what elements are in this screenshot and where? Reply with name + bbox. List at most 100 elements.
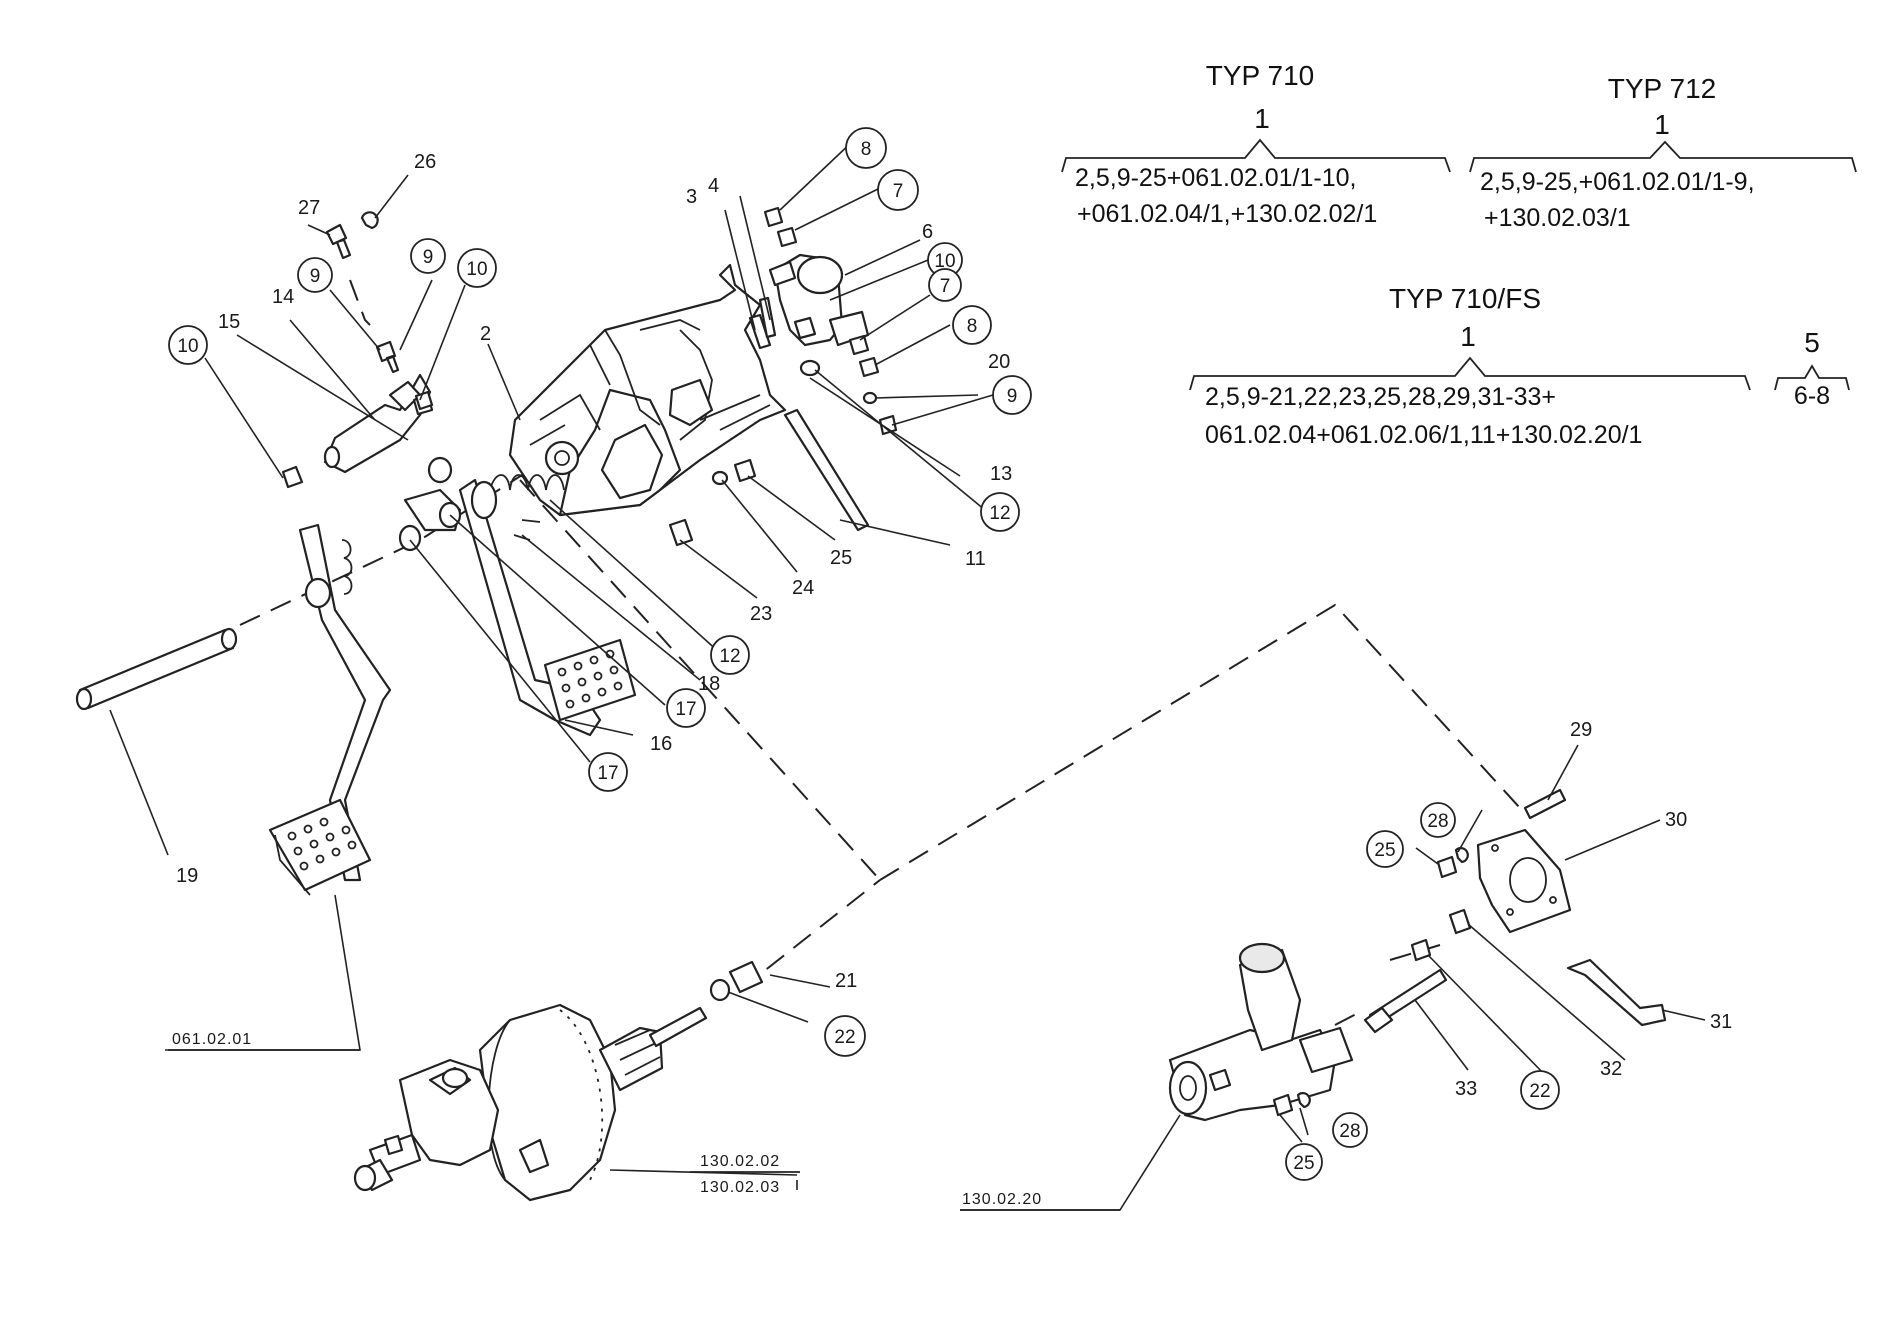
label-11: 11: [965, 548, 986, 570]
label-20: 20: [988, 351, 1010, 373]
label-27: 27: [298, 197, 320, 219]
label-16: 16: [650, 733, 672, 755]
part-nut-10-mid: [793, 316, 817, 340]
label-4: 4: [708, 175, 719, 197]
master-cylinder-130-02-20: [1168, 942, 1354, 1122]
part-nut-25-right: [1436, 855, 1458, 879]
pedal-shaft-19: [75, 627, 238, 711]
ref-130-02-20: 130.02.20: [962, 1191, 1042, 1208]
brake-switch-bracket: [323, 373, 434, 474]
callout-7-top: 7: [877, 169, 919, 211]
callout-17-b: 17: [588, 752, 628, 792]
svg-text:28: 28: [1339, 1121, 1360, 1142]
legend-typ712-qty: 1: [1654, 109, 1670, 140]
part-bolt-9-left: [375, 340, 400, 374]
part-pin-3: [748, 313, 772, 350]
svg-text:8: 8: [967, 316, 978, 337]
part-nut-8-mid: [858, 356, 880, 378]
svg-text:17: 17: [597, 763, 618, 784]
callout-12-bottom: 12: [710, 635, 750, 675]
callout-28-bottom: 28: [1332, 1112, 1368, 1148]
callout-17-a: 17: [666, 688, 706, 728]
svg-text:10: 10: [466, 259, 487, 280]
svg-text:12: 12: [719, 646, 740, 667]
part-nut-8-top: [763, 206, 784, 228]
dash-link-right: [1334, 944, 1441, 1026]
dash-link-mid: [879, 603, 1521, 881]
svg-text:10: 10: [177, 336, 198, 357]
legend-typ710-brace: [1061, 138, 1451, 173]
label-24: 24: [792, 577, 814, 599]
label-14: 14: [272, 286, 294, 308]
part-rod-11: [783, 408, 870, 532]
part-clip-26: [360, 211, 379, 230]
dash-link-center: [739, 879, 881, 991]
label-18: 18: [698, 673, 720, 695]
callout-10-left-b: 10: [168, 325, 208, 365]
part-washer-20: [862, 391, 878, 405]
label-30: 30: [1665, 809, 1687, 831]
legend-extra: 5 6-8: [1774, 327, 1850, 410]
label-25-top: 25: [830, 547, 852, 569]
callout-7-mid: 7: [928, 268, 962, 302]
part-washer-24: [711, 470, 729, 486]
part-bushing-23: [668, 518, 694, 547]
svg-text:9: 9: [310, 266, 321, 287]
svg-text:17: 17: [675, 699, 696, 720]
callout-25-bottom: 25: [1285, 1143, 1323, 1181]
callout-12-top: 12: [980, 492, 1020, 532]
part-nut-10-left: [281, 465, 304, 489]
svg-text:28: 28: [1427, 811, 1448, 832]
svg-text:10: 10: [934, 251, 955, 272]
legend-typ710fs-qty: 1: [1460, 321, 1476, 352]
label-31: 31: [1710, 1011, 1732, 1033]
svg-text:25: 25: [1293, 1153, 1314, 1174]
leader-lines: [109, 139, 1706, 1211]
part-fork-21: [728, 960, 764, 994]
label-2: 2: [480, 323, 491, 345]
part-washer-28-right: [1454, 847, 1469, 864]
svg-text:22: 22: [834, 1027, 855, 1048]
legend-typ710fs: TYP 710/FS 1 2,5,9-21,22,23,25,28,29,31-…: [1189, 283, 1751, 449]
svg-text:9: 9: [423, 247, 434, 268]
label-3: 3: [686, 186, 697, 208]
label-32: 32: [1600, 1058, 1622, 1080]
legend-typ712-brace: [1469, 140, 1857, 173]
ref-061-02-01: 061.02.01: [172, 1031, 252, 1048]
part-nut-10-right: [414, 390, 434, 411]
part-nut-25-top: [733, 458, 757, 483]
part-washer-28-bottom: [1296, 1092, 1311, 1109]
pedal-box-housing: [508, 263, 787, 517]
part-washer-12-top: [799, 359, 821, 377]
callout-10-top: 10: [927, 242, 963, 278]
part-washer-7-mid: [848, 334, 870, 356]
part-nut-25-bottom: [1272, 1093, 1294, 1117]
mounting-plate-30: [1476, 828, 1572, 934]
legend-typ710fs-line1: 2,5,9-21,22,23,25,28,29,31-33+: [1205, 383, 1556, 411]
part-washer-7-top: [776, 226, 798, 248]
svg-text:25: 25: [1374, 840, 1395, 861]
svg-text:7: 7: [893, 181, 904, 202]
brake-booster: [353, 1003, 708, 1202]
svg-text:8: 8: [861, 139, 872, 160]
part-bushing-15: [427, 456, 453, 484]
legend-typ712-line1: 2,5,9-25,+061.02.01/1-9,: [1480, 168, 1755, 196]
dash-link-left: [519, 479, 881, 881]
legend-extra-brace: [1774, 364, 1850, 391]
callout-22-left: 22: [824, 1015, 866, 1057]
svg-text:12: 12: [989, 503, 1010, 524]
part-clevis-33: [1363, 1006, 1394, 1034]
legend-extra-bottom: 6-8: [1794, 382, 1830, 410]
ref-130-02-03: 130.02.03: [700, 1179, 780, 1196]
svg-text:22: 22: [1529, 1081, 1550, 1102]
legend-typ710-qty: 1: [1254, 103, 1270, 134]
legend-typ710-line2: +061.02.04/1,+130.02.02/1: [1077, 200, 1377, 228]
legend-typ712-line2: +130.02.03/1: [1484, 204, 1631, 232]
label-13: 13: [990, 463, 1012, 485]
legend-typ710-title: TYP 710: [1206, 60, 1314, 91]
callout-8-mid: 8: [952, 305, 992, 345]
legend-typ710: TYP 710 1 2,5,9-25+061.02.01/1-10, +061.…: [1061, 60, 1451, 228]
part-bolt-27: [325, 223, 352, 260]
svg-text:9: 9: [1007, 386, 1018, 407]
